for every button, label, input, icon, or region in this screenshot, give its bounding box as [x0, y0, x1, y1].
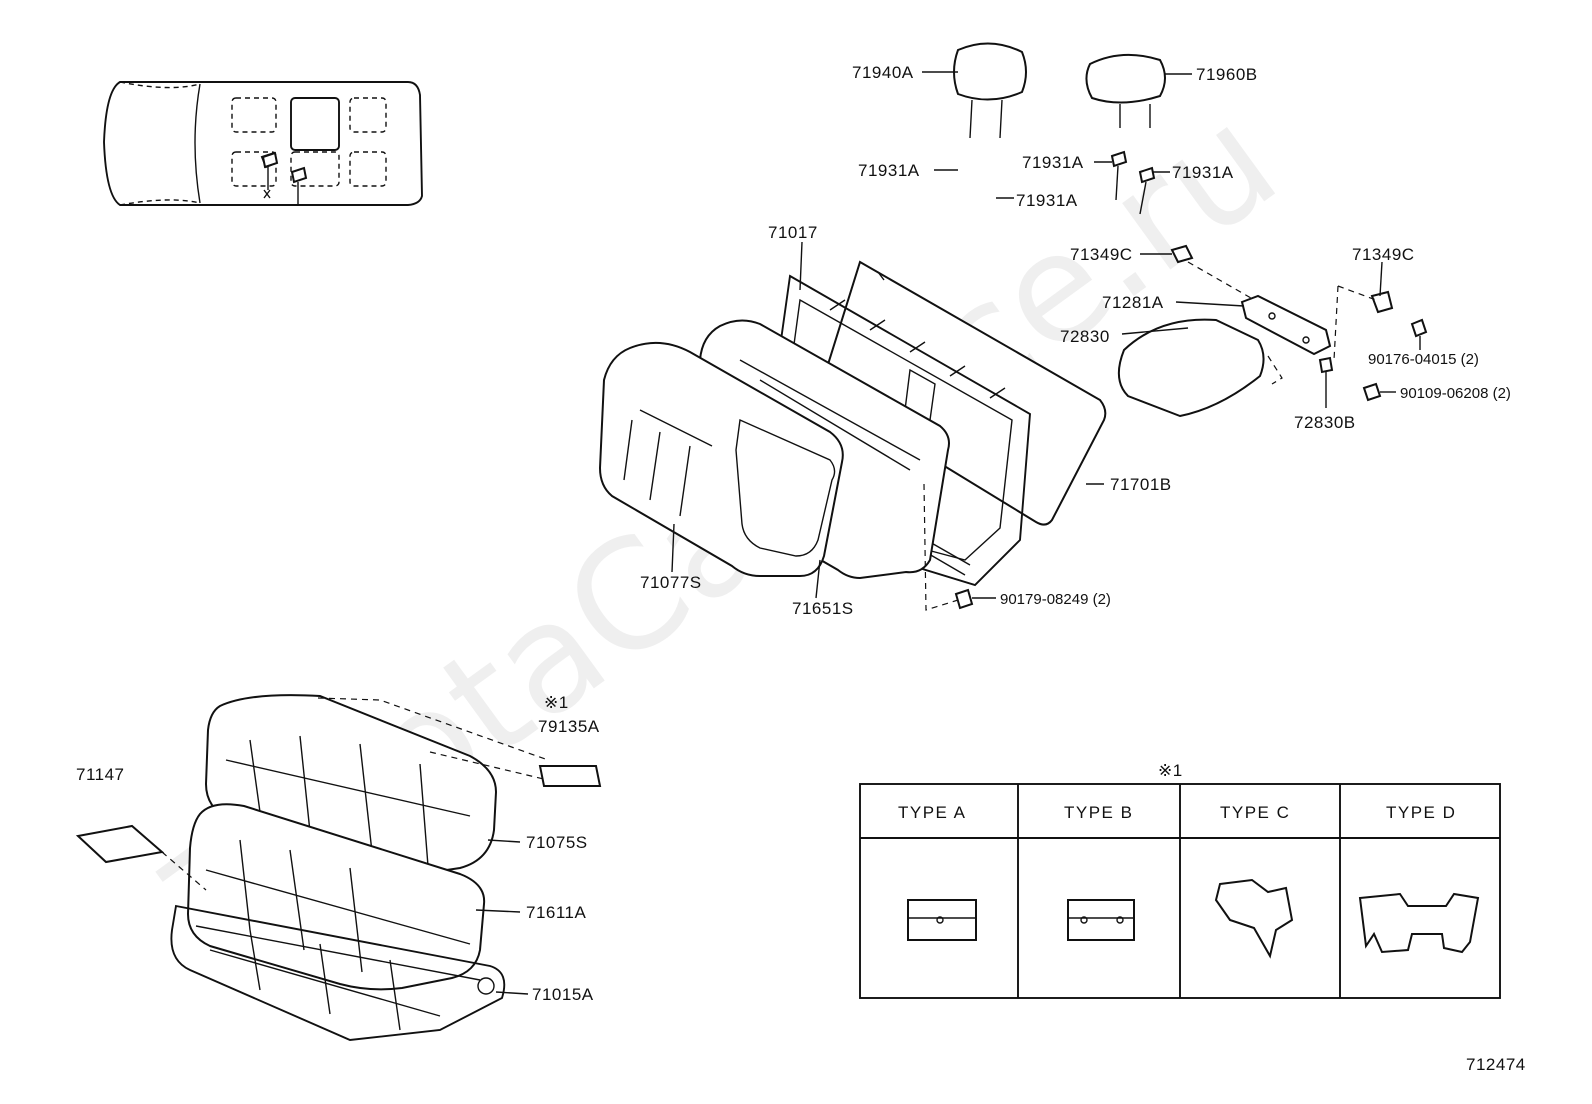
label-71931a-3: 71931A [1022, 153, 1084, 172]
armrest-hinge-caps [1170, 244, 1428, 402]
seatback-board-71701b [818, 260, 1107, 526]
type-a-shape [907, 899, 977, 941]
label-71611a: 71611A [526, 903, 587, 922]
label-71940a: 71940A [852, 63, 914, 82]
headrest-supports [260, 150, 1156, 215]
label-90109-06208: 90109-06208 (2) [1400, 385, 1511, 402]
diagram-id: 712474 [1466, 1055, 1526, 1074]
label-79135a: 79135A [538, 717, 600, 736]
label-71349c-right: 71349C [1352, 245, 1415, 264]
label-72830b: 72830B [1294, 413, 1356, 432]
type-table-header-d: TYPE D [1386, 803, 1456, 822]
label-71281a: 71281A [1102, 293, 1164, 312]
type-c-shape [1214, 878, 1294, 959]
seatback-cover-71077s [598, 341, 844, 577]
label-71147: 71147 [76, 765, 125, 784]
label-71931a-1: 71931A [858, 161, 920, 180]
cushion-plates [75, 765, 602, 891]
label-72830: 72830 [1060, 327, 1110, 346]
label-71077s: 71077S [640, 573, 702, 592]
label-71651s: 71651S [792, 599, 854, 618]
label-71931a-4: 71931A [1172, 163, 1234, 182]
leader-lines [475, 71, 1421, 995]
cushion-pad-71611a [186, 803, 486, 991]
label-71931a-2: 71931A [1016, 191, 1078, 210]
headrest-71940a [953, 42, 1027, 139]
headrest-71960b [1085, 53, 1166, 128]
armrest-72830 [1117, 261, 1287, 418]
label-note-mark-table: ※1 [1158, 761, 1183, 780]
type-d-shape [1358, 892, 1480, 954]
seatback-nut-90179-08249 [923, 483, 974, 611]
cushion-frame-71015a [170, 904, 506, 1041]
type-table [859, 783, 1501, 999]
label-71075s: 71075S [526, 833, 588, 852]
label-90179-08249: 90179-08249 (2) [1000, 591, 1111, 608]
label-note-mark-cushion: ※1 [544, 693, 569, 712]
label-71349c-left: 71349C [1070, 245, 1133, 264]
label-71017: 71017 [768, 223, 818, 242]
label-90176-04015: 90176-04015 (2) [1368, 351, 1479, 368]
type-table-header-c: TYPE C [1220, 803, 1290, 822]
type-b-shape [1067, 899, 1135, 941]
label-71015a: 71015A [532, 985, 594, 1004]
type-table-header-a: TYPE A [898, 803, 967, 822]
vehicle-locator-icon [103, 81, 423, 206]
armrest-bracket-71281a [1240, 294, 1332, 356]
type-table-header-b: TYPE B [1064, 803, 1133, 822]
label-71701b: 71701B [1110, 475, 1172, 494]
label-71960b: 71960B [1196, 65, 1258, 84]
